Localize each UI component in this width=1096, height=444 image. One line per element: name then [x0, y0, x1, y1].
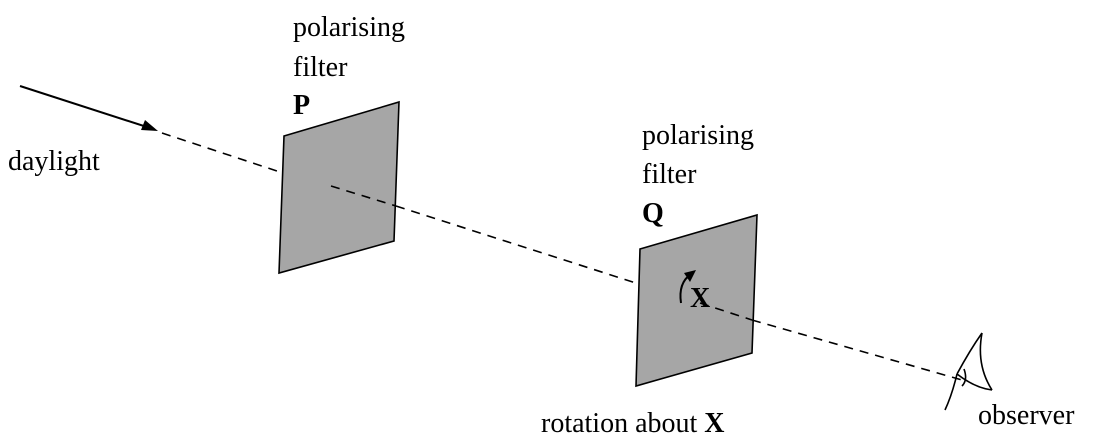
rotation-label-prefix: rotation about — [541, 408, 704, 439]
rotation-label-letter: X — [704, 408, 724, 439]
daylight-label: daylight — [8, 146, 100, 177]
filter-p-letter: P — [293, 90, 310, 121]
filter-q-letter: Q — [642, 198, 664, 229]
filter-p-label-line2: filter — [293, 52, 348, 83]
rotation-label: rotation about X — [541, 408, 725, 439]
rotation-arrow-head — [684, 270, 696, 282]
arrow-head-icon — [141, 120, 158, 131]
filter-q-label-line1: polarising — [642, 120, 754, 151]
beam-segment-between-filters — [395, 205, 640, 285]
filter-q-plate — [635, 213, 758, 388]
observer-label: observer — [978, 400, 1075, 431]
daylight-ray — [19, 85, 151, 129]
filter-p-label-line1: polarising — [293, 12, 405, 43]
filter-p-plate — [278, 100, 400, 275]
beam-segment-on-p — [330, 185, 397, 207]
axis-x-label: X — [690, 283, 710, 314]
beam-segment-before-p — [161, 132, 281, 173]
eye-icon — [944, 332, 993, 411]
filter-q-label-line2: filter — [642, 159, 697, 190]
beam-segment-to-observer — [751, 319, 963, 381]
